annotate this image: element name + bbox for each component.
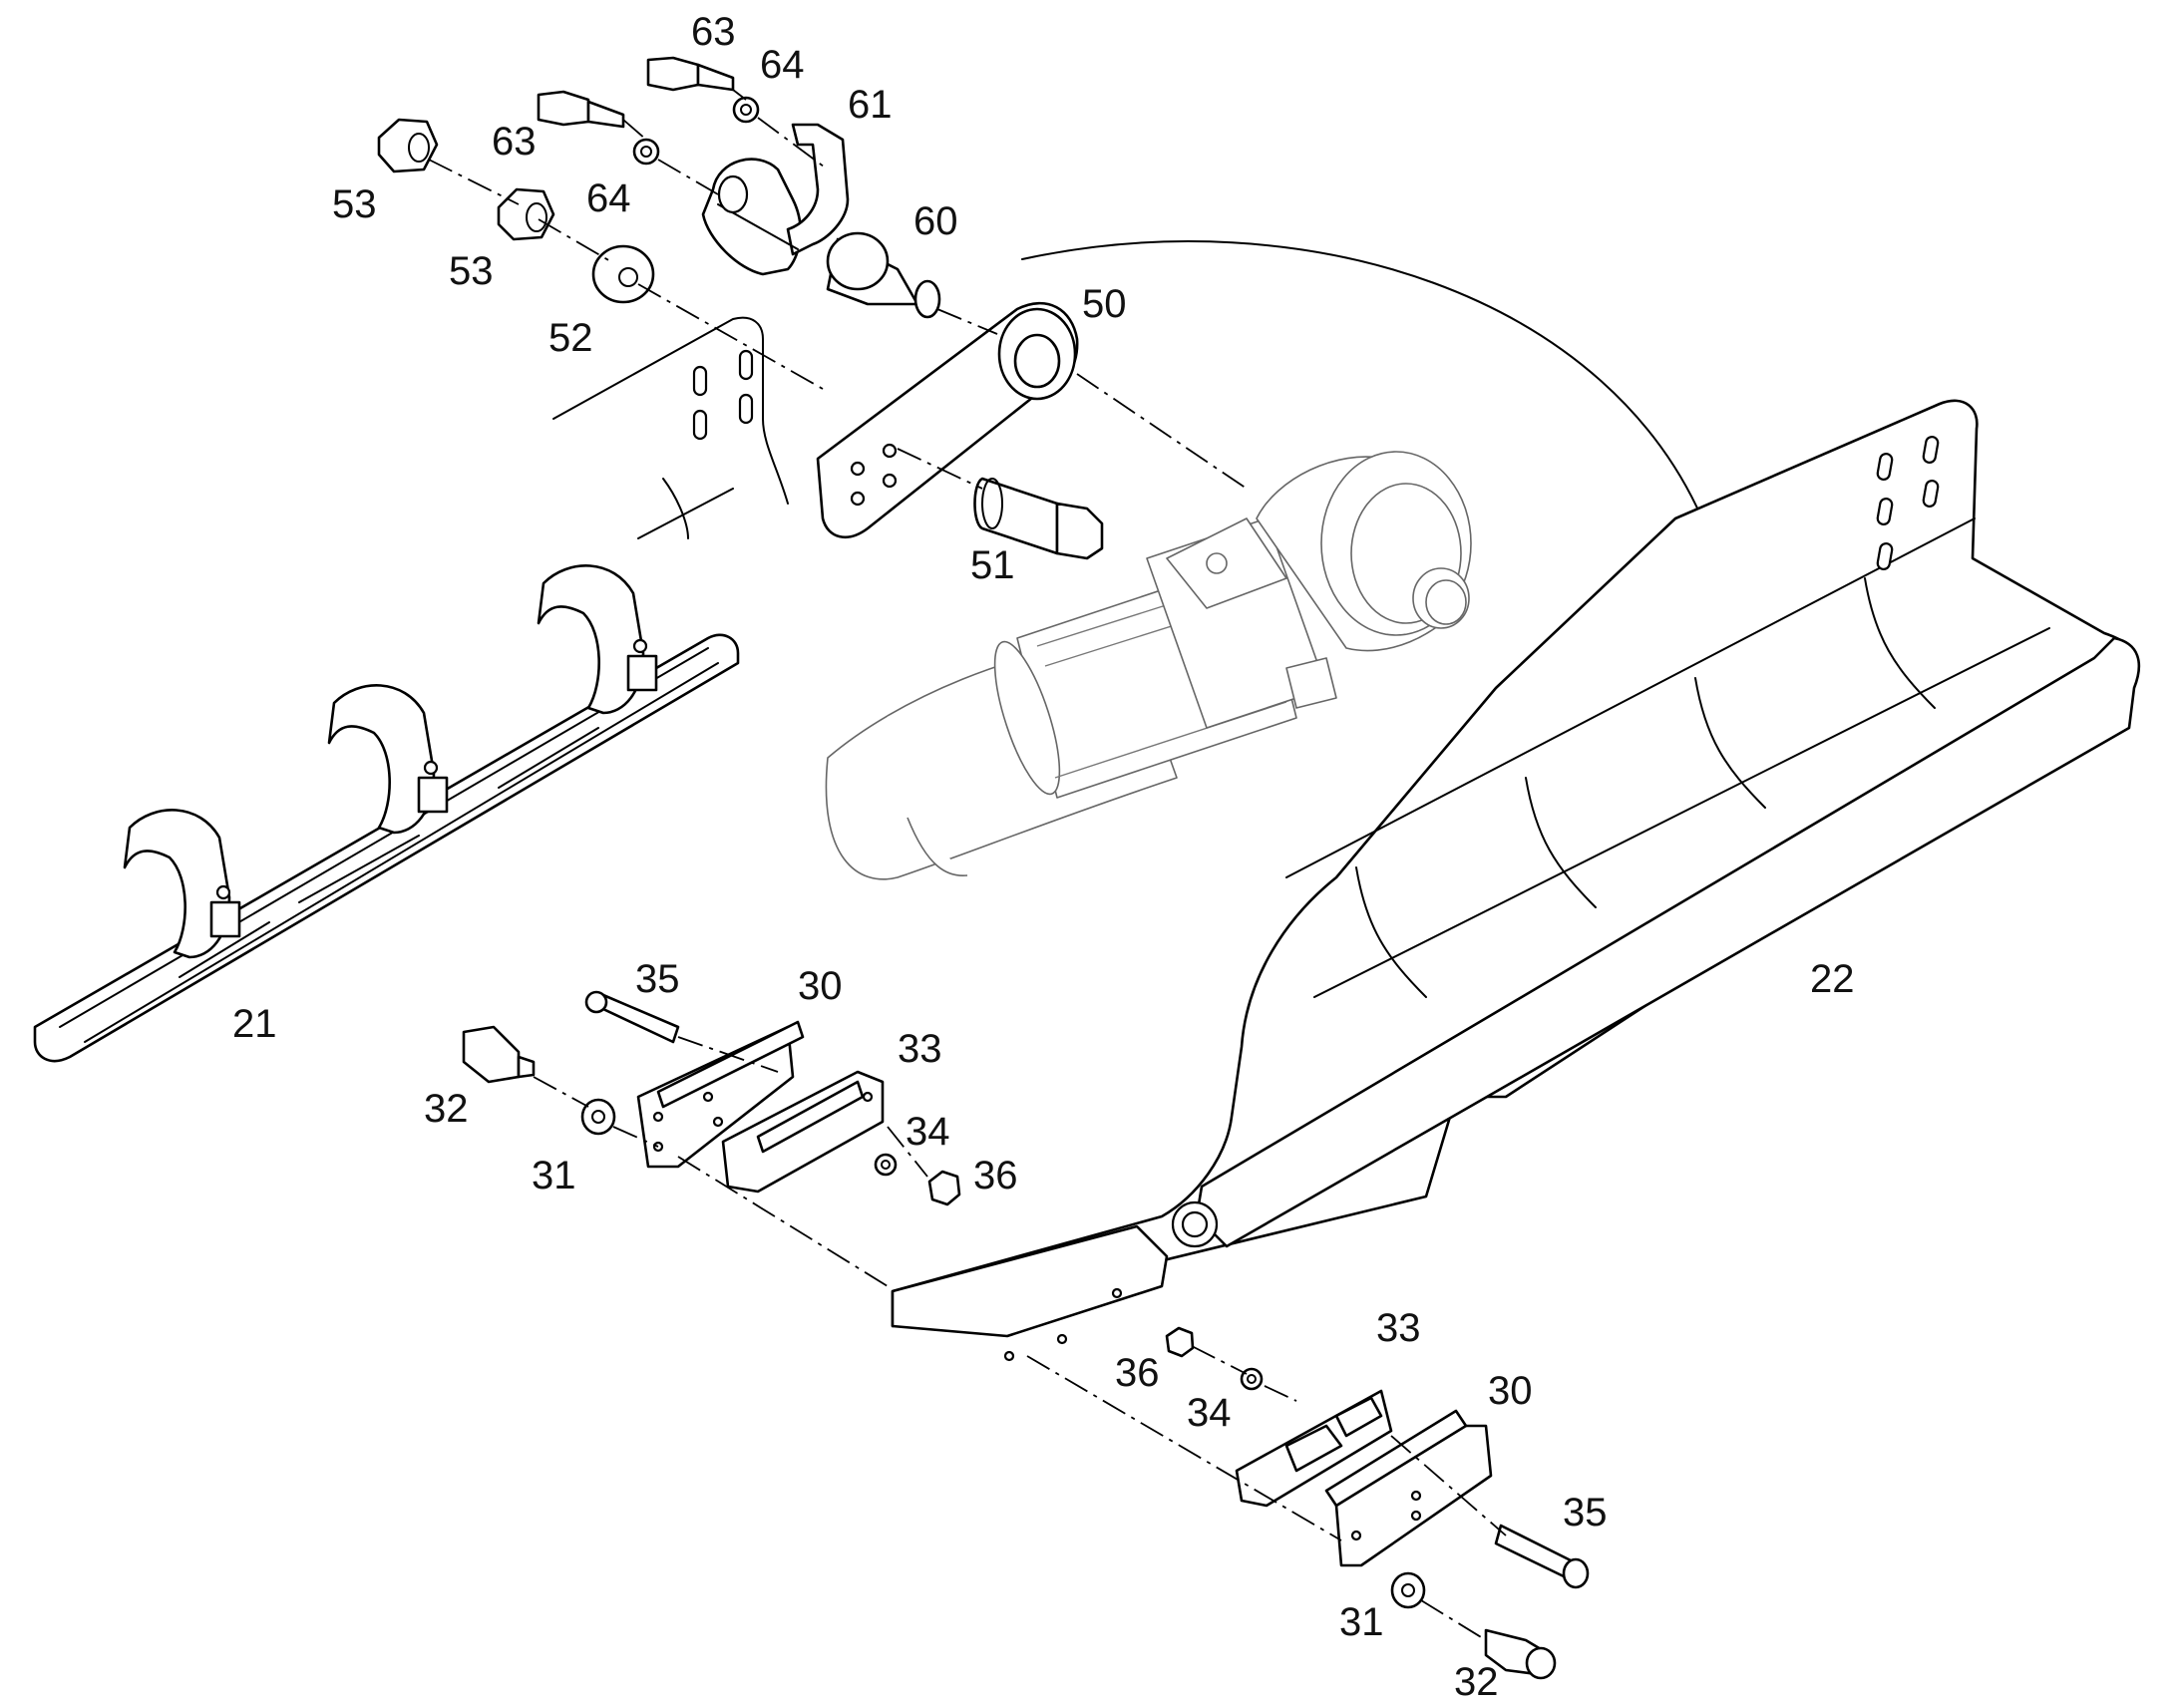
nut-53-lower — [497, 187, 555, 241]
callout-52: 52 — [548, 316, 593, 360]
callout-33: 33 — [1376, 1306, 1421, 1350]
washer-34-upper — [874, 1153, 898, 1177]
nut-36-lower — [1165, 1326, 1195, 1358]
clamp-rail-21 — [33, 564, 740, 1063]
callout-64: 64 — [760, 43, 805, 87]
callout-35: 35 — [1563, 1491, 1608, 1535]
callout-53: 53 — [332, 182, 377, 226]
washer-64-upper — [732, 96, 760, 124]
washer-52 — [591, 244, 655, 304]
callout-36: 36 — [1115, 1351, 1160, 1395]
callout-34: 34 — [1187, 1391, 1232, 1435]
callout-33: 33 — [898, 1027, 942, 1071]
callout-22: 22 — [1810, 957, 1855, 1001]
callout-50: 50 — [1082, 282, 1127, 326]
wear-pad-33-upper — [721, 1070, 885, 1194]
callout-63: 63 — [492, 120, 537, 164]
callout-36: 36 — [973, 1154, 1018, 1197]
link-plate-50 — [816, 301, 1079, 538]
callout-64: 64 — [586, 176, 631, 220]
callout-31: 31 — [1339, 1600, 1384, 1644]
pin-60 — [826, 231, 941, 319]
bolt-63-lower — [537, 90, 625, 129]
bolt-32-lower — [1484, 1628, 1557, 1680]
bolt-35-lower — [1494, 1524, 1590, 1589]
callout-63: 63 — [691, 10, 736, 54]
wear-pad-30-lower — [1324, 1409, 1493, 1567]
washer-64-lower — [632, 138, 660, 166]
callout-60: 60 — [913, 199, 958, 243]
nut-36-upper — [927, 1170, 961, 1206]
callout-32: 32 — [1454, 1660, 1499, 1704]
callout-labels: 63 64 61 63 53 64 60 53 50 52 51 21 22 3… — [232, 10, 1855, 1704]
callout-30: 30 — [798, 964, 843, 1008]
bolt-63-upper — [646, 56, 735, 92]
callout-34: 34 — [906, 1110, 950, 1154]
nut-53-upper — [377, 118, 439, 173]
assembly-axes — [428, 89, 1507, 1641]
support-channel-22 — [891, 399, 2141, 1362]
bolt-35-upper — [584, 990, 680, 1044]
wear-pad-30-upper — [636, 1020, 805, 1169]
washer-31-upper — [580, 1098, 616, 1136]
callout-53: 53 — [449, 249, 494, 293]
bolt-32-upper — [462, 1025, 536, 1084]
callout-21: 21 — [232, 1002, 277, 1046]
callout-35: 35 — [635, 957, 680, 1001]
hydraulic-cylinder-ghost — [825, 451, 1472, 880]
callout-61: 61 — [848, 83, 893, 127]
callout-51: 51 — [970, 543, 1015, 587]
callout-32: 32 — [424, 1087, 469, 1131]
mounting-plate-context — [552, 316, 789, 539]
bracket-61 — [701, 123, 850, 276]
callout-31: 31 — [532, 1154, 576, 1197]
bolt-51 — [973, 477, 1104, 560]
wear-pad-33-lower — [1235, 1389, 1393, 1508]
callout-30: 30 — [1488, 1369, 1533, 1413]
washer-31-lower — [1390, 1571, 1426, 1609]
